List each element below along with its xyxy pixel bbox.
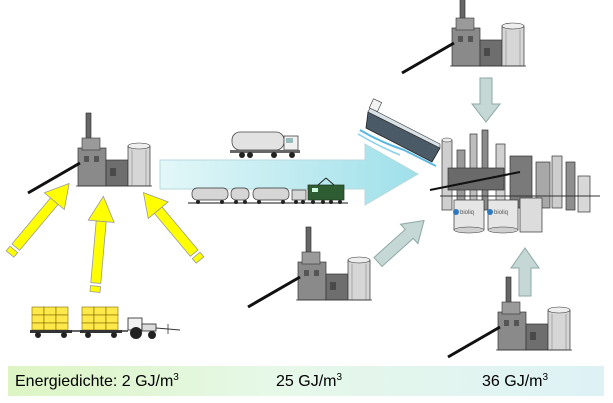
tanker-ship-icon [357, 98, 441, 167]
tractor-bale-trailers-icon [30, 306, 181, 339]
energy-density-label-intermediate: 25 GJ/m3 [276, 372, 342, 391]
pyrolysis-plant-bottom-right-icon [446, 275, 574, 359]
bioliq-label-2: bioliq [494, 210, 508, 216]
energy-density-text-2: 25 GJ/m [276, 373, 337, 390]
pyrolysis-plant-left-icon [26, 111, 154, 195]
bioliq-refinery-complex-icon [429, 129, 600, 234]
energy-density-text-1: Energiedichte: 2 GJ/m [15, 373, 174, 390]
unit-exponent-2: 3 [336, 372, 343, 383]
grey-arrow-from-bottom-right [510, 247, 540, 297]
unit-exponent-1: 3 [173, 372, 179, 383]
energy-density-bar [8, 366, 604, 396]
freight-train-icon [188, 177, 348, 204]
yellow-arrow-left [5, 182, 70, 258]
bioliq-label-1: bioliq [460, 210, 474, 216]
grey-arrow-from-top [470, 77, 502, 123]
tanker-truck-icon [230, 131, 300, 158]
yellow-arrow-right [142, 191, 205, 264]
unit-exponent-3: 3 [542, 372, 549, 383]
pyrolysis-plant-bottom-middle-icon [246, 225, 374, 309]
energy-density-label-fuel: 36 GJ/m3 [482, 372, 548, 391]
energy-density-text-3: 36 GJ/m [482, 373, 543, 390]
energy-density-label-biomass: Energiedichte: 2 GJ/m3 [15, 372, 179, 391]
grey-arrow-from-bottom-middle [373, 219, 425, 268]
yellow-arrow-middle [87, 195, 115, 293]
pyrolysis-plant-top-right-icon [400, 0, 528, 75]
